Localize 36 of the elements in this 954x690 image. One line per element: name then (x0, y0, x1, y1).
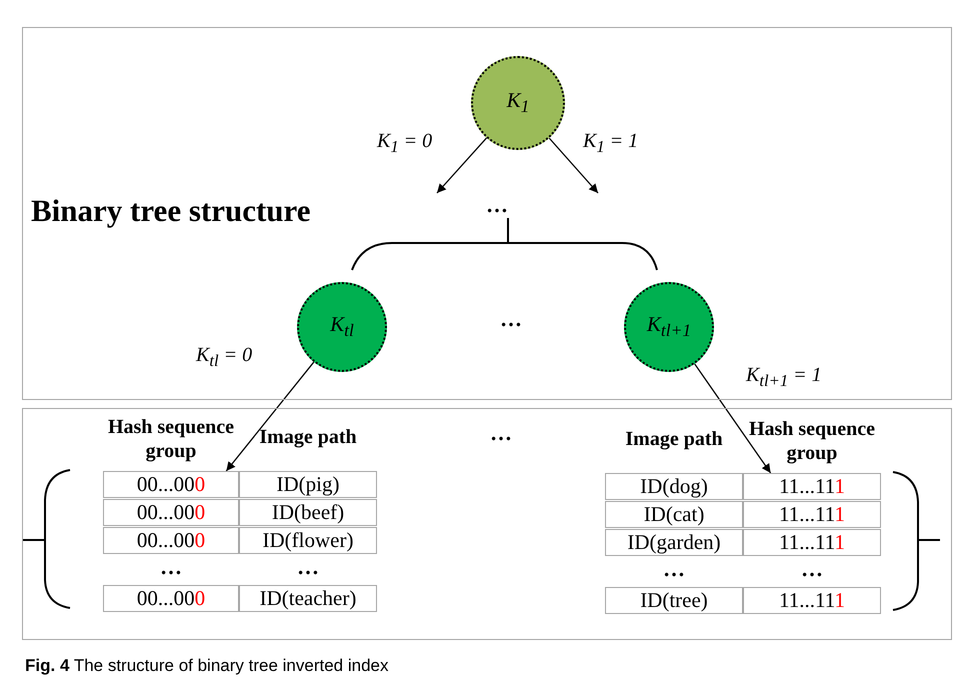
ellipsis: … (486, 192, 508, 218)
index-panel (22, 408, 952, 640)
ellipsis: … (296, 557, 320, 577)
table-cell: ID(teacher) (239, 585, 377, 612)
table-cell: 00...000 (103, 585, 239, 612)
column-header: Image path (624, 427, 724, 451)
table-cell: 00...000 (103, 499, 239, 526)
ellipsis: … (500, 306, 522, 332)
table-cell: ID(pig) (239, 471, 377, 498)
ellipsis: … (662, 559, 686, 579)
arrow (548, 138, 598, 194)
table-cell: ID(beef) (239, 499, 377, 526)
column-header: Hash sequence group (106, 415, 236, 463)
table-cell: 11...111 (743, 473, 881, 500)
column-header: Hash sequence group (748, 417, 876, 465)
ellipsis: … (159, 557, 183, 577)
table-cell: ID(cat) (605, 501, 743, 528)
table-cell: 11...111 (743, 529, 881, 556)
key-circle: K$_{tl}$ (297, 282, 387, 372)
table-cell: ID(flower) (239, 527, 377, 554)
table-cell: ID(tree) (605, 587, 743, 614)
table-cell: 11...111 (743, 501, 881, 528)
table-cell: 11...111 (743, 587, 881, 614)
figure-caption: Fig. 4 The structure of binary tree inverted index (25, 656, 388, 676)
table-cell: 00...000 (103, 527, 239, 554)
panel-title: Binary tree structure (31, 193, 310, 229)
key-circle: K$_{tl+1}$ (624, 282, 714, 372)
ellipsis: … (490, 420, 512, 446)
ellipsis: … (800, 559, 824, 579)
arrow (694, 364, 772, 474)
key-circle: K$_{1}$ (471, 56, 565, 150)
table-cell: 00...000 (103, 471, 239, 498)
table-cell: ID(dog) (605, 473, 743, 500)
arrow (226, 362, 314, 472)
arrow (436, 138, 488, 194)
table-cell: ID(garden) (605, 529, 743, 556)
